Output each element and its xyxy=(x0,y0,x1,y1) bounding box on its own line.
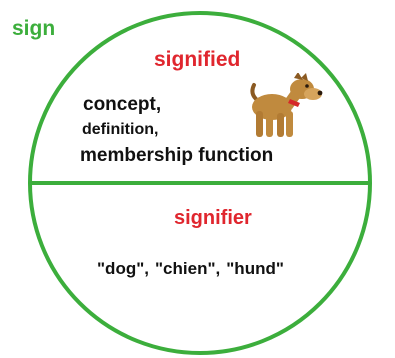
signifier-examples: "dog", "chien", "hund" xyxy=(97,260,284,277)
sign-circle xyxy=(28,11,372,355)
signified-title: signified xyxy=(154,48,241,71)
sign-label: sign xyxy=(12,17,56,40)
example-chien: "chien", xyxy=(155,259,221,278)
example-dog: "dog", xyxy=(97,259,149,278)
example-hund: "hund" xyxy=(226,259,284,278)
signifier-title: signifier xyxy=(174,207,252,229)
signified-line-membership-function: membership function xyxy=(80,145,274,166)
signified-line-concept: concept, xyxy=(83,94,162,115)
signified-line-definition: definition, xyxy=(82,121,159,138)
dog-icon xyxy=(250,73,323,137)
